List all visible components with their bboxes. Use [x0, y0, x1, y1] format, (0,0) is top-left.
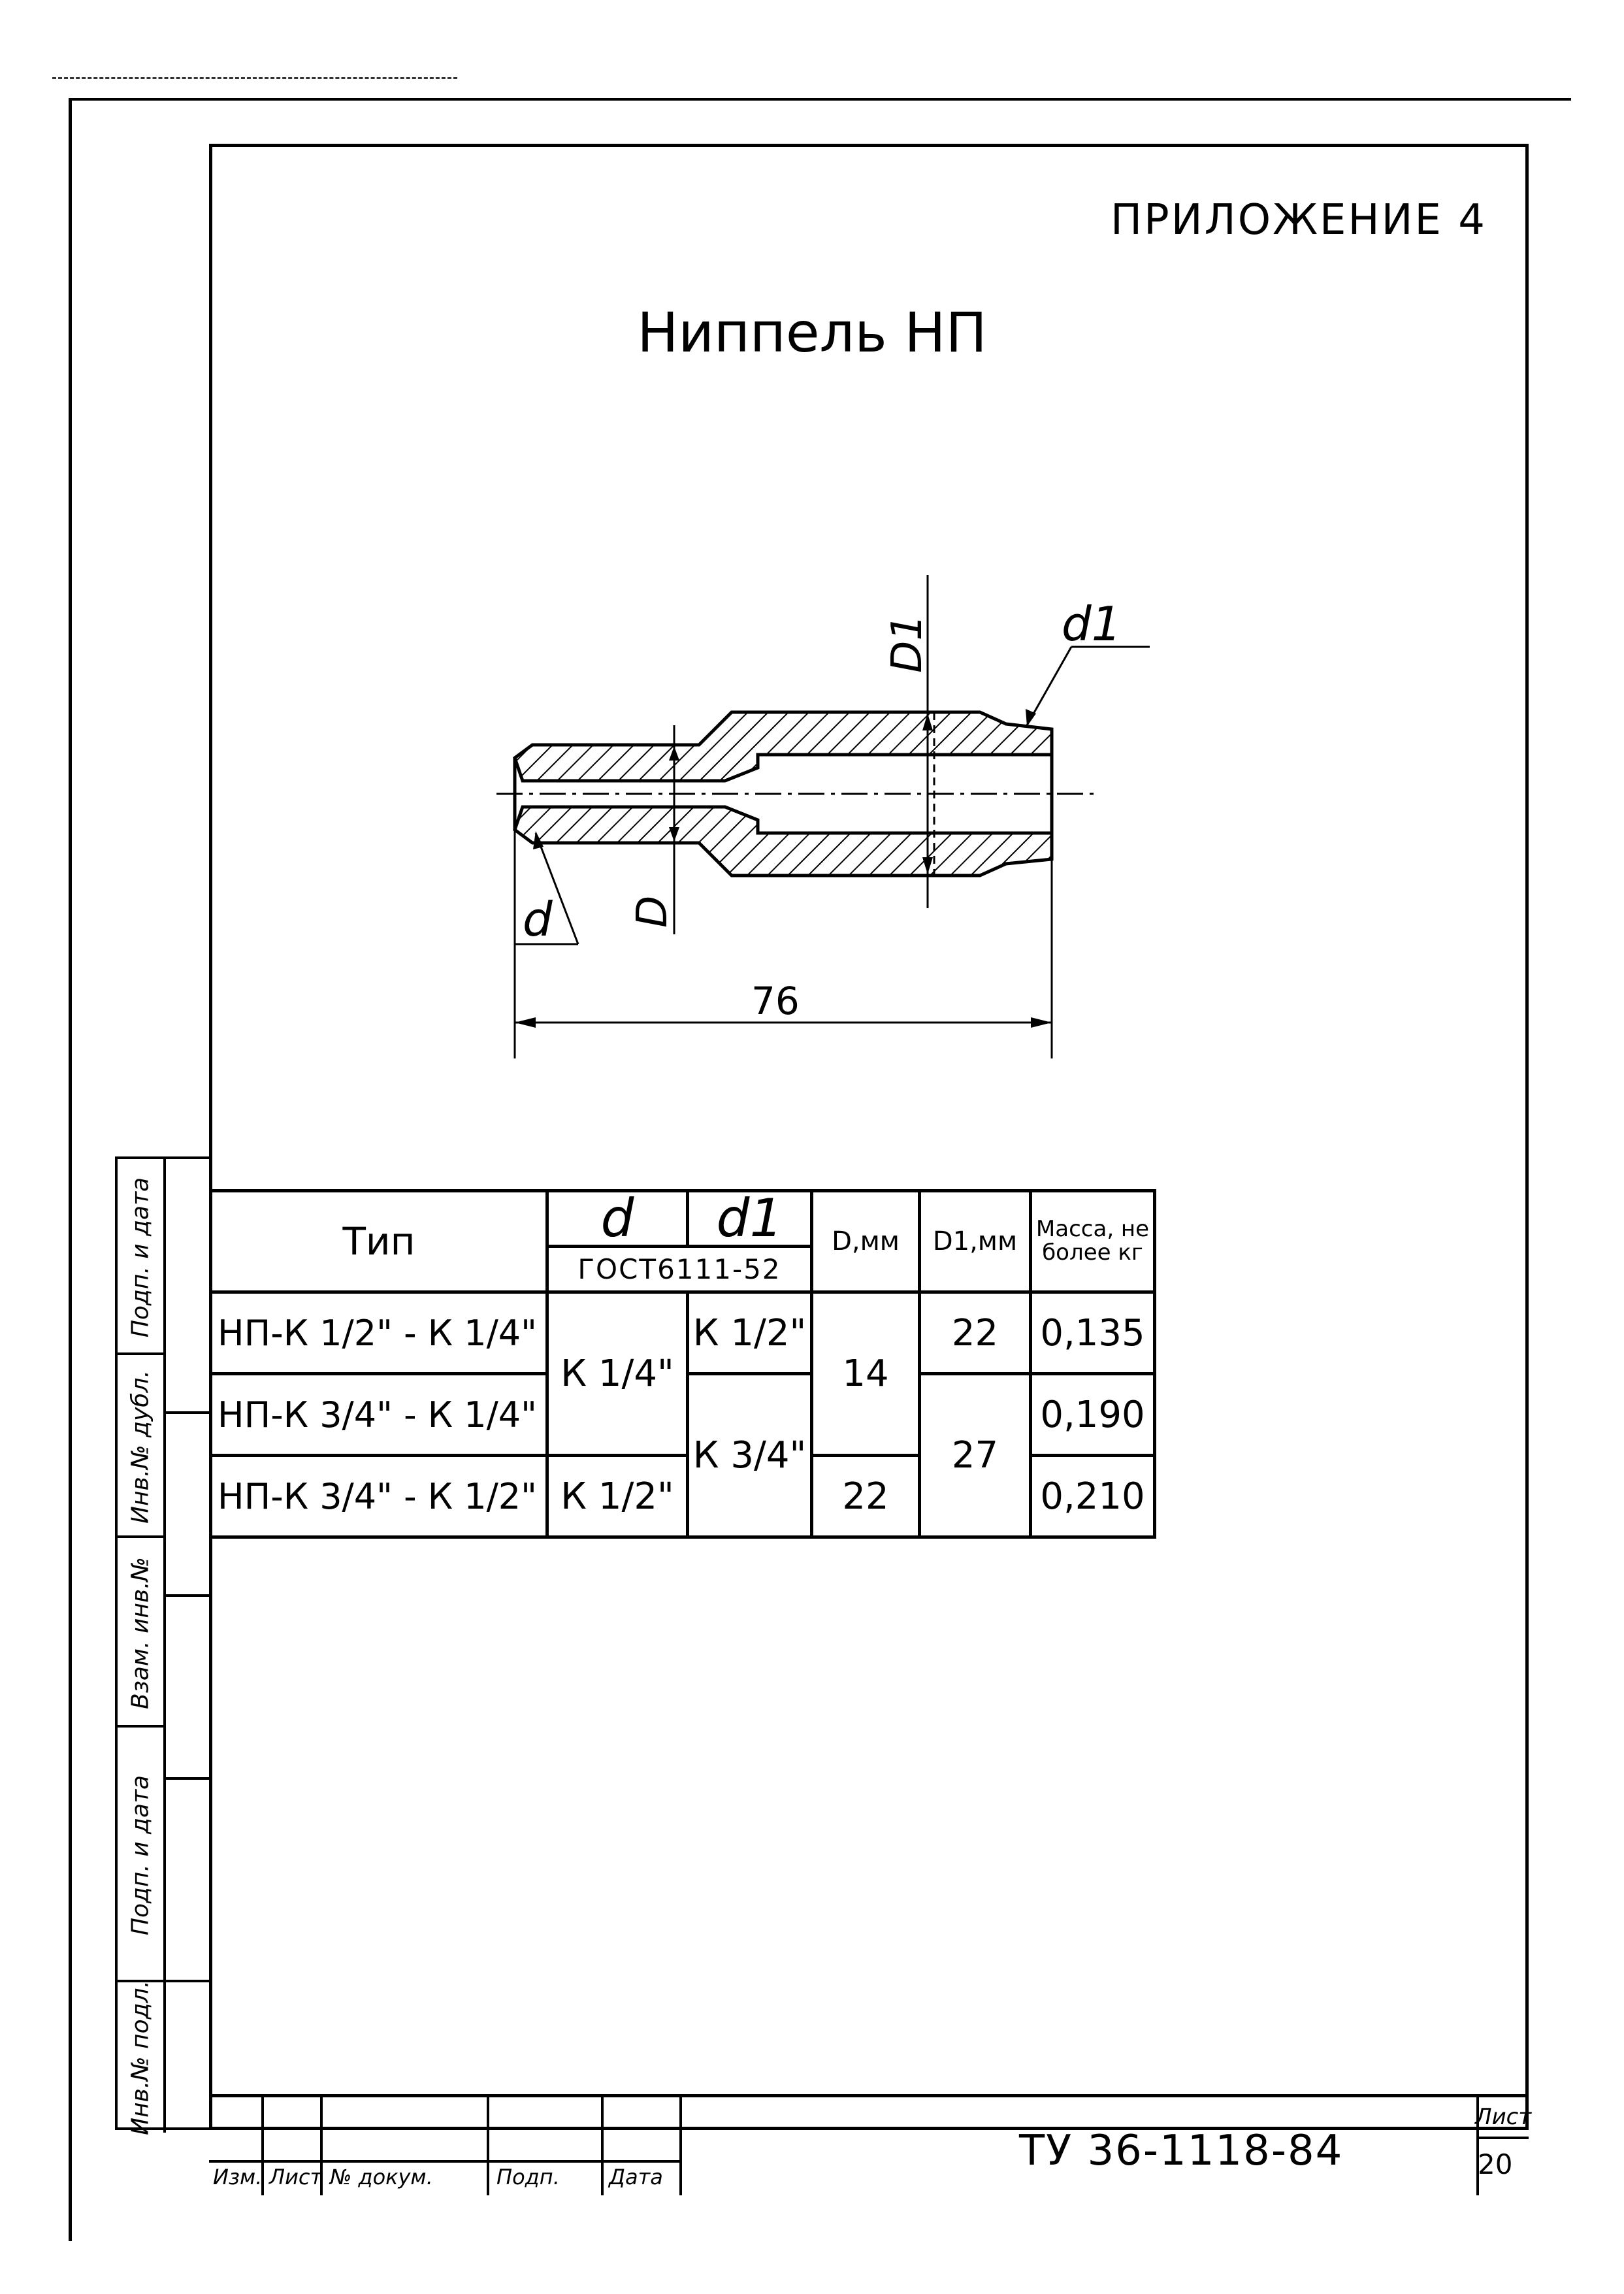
cell-d: К 1/2"	[545, 1454, 689, 1539]
cell-D: 22	[810, 1454, 921, 1539]
header-mass: Масса, не более кг	[1029, 1189, 1156, 1294]
sheet-label: Лист	[1475, 2104, 1532, 2130]
row-type: НП-К 3/4" - К 1/2"	[209, 1454, 549, 1539]
tb-col-signature: Подп.	[496, 2165, 560, 2189]
title-block: Изм. Лист № докум. Подп. Дата	[209, 2094, 1529, 2195]
parameters-table: Тип d d1 D,мм D1,мм Масса, не более кг Г…	[209, 1189, 1156, 1539]
table-header-row: Тип d d1 D,мм D1,мм Масса, не более кг	[209, 1189, 1156, 1294]
header-type: Тип	[209, 1189, 549, 1294]
lower-wall	[513, 805, 1054, 877]
stamp-cell: Взам. инв.№	[118, 1538, 163, 1728]
stamp-cell: Подп. и дата	[118, 1159, 163, 1355]
stamp-label-sign-date-1: Подп. и дата	[127, 1177, 154, 1338]
tb-col-doc-number: № докум.	[330, 2165, 433, 2189]
stamp-cell: Инв.№ подл.	[118, 1980, 163, 2135]
top-dashed-line	[52, 77, 457, 81]
nipple-drawing: D1 D d1 d 76	[496, 575, 1150, 1058]
cell-d: К 1/4"	[545, 1290, 689, 1457]
upper-wall	[513, 710, 1054, 783]
row-mass: 0,190	[1029, 1372, 1156, 1457]
tb-divider	[487, 2097, 489, 2195]
cell-D: 14	[810, 1290, 921, 1457]
stamp-cell-blank	[163, 1597, 212, 1780]
tb-divider	[601, 2097, 604, 2195]
cell-d1: К 3/4"	[686, 1372, 813, 1539]
d-label: d	[523, 892, 553, 947]
D-label: D	[628, 896, 677, 928]
row-mass: 0,210	[1029, 1454, 1156, 1539]
table-row: НП-К 3/4" - К 1/4" К 3/4" 27 0,190	[209, 1372, 1156, 1539]
stamp-label-sign-date-2: Подп. и дата	[127, 1775, 154, 1936]
stamp-label-replace-inv: Взам. инв.№	[127, 1557, 154, 1709]
tb-hline	[209, 2127, 679, 2130]
table-row: НП-К 3/4" - К 1/2" К 1/2" 22 0,210	[209, 1454, 1156, 1539]
d1-label: d1	[1062, 597, 1122, 651]
cell-D1: 22	[918, 1290, 1032, 1375]
tb-divider	[261, 2097, 264, 2195]
row-mass: 0,135	[1029, 1290, 1156, 1375]
header-d: d	[545, 1189, 689, 1248]
cell-d1: К 1/2"	[686, 1290, 813, 1375]
tb-divider	[679, 2097, 682, 2195]
header-d1: d1	[686, 1189, 813, 1248]
row-type: НП-К 3/4" - К 1/4"	[209, 1372, 549, 1457]
sheet-frame	[209, 144, 1529, 2130]
header-D: D,мм	[810, 1189, 921, 1294]
stamp-label-dup-inv: Инв.№ дубл.	[127, 1370, 154, 1524]
stamp-cell-blank	[163, 1982, 212, 2133]
document-code: ТУ 36-1118-84	[1019, 2127, 1344, 2175]
header-D1: D1,мм	[918, 1189, 1032, 1294]
table-row: НП-К 1/2" - К 1/4" К 1/4" К 1/2" 14 22 0…	[209, 1290, 1156, 1457]
tb-col-change: Изм.	[213, 2165, 263, 2189]
tb-hline	[1476, 2137, 1529, 2139]
tb-divider	[320, 2097, 323, 2195]
stamp-cell-blank	[163, 1159, 212, 1414]
stamp-cell: Инв.№ дубл.	[118, 1355, 163, 1538]
stamp-label-orig-inv: Инв.№ подл.	[127, 1980, 154, 2135]
outer-border-left	[69, 98, 72, 2241]
tb-col-date: Дата	[609, 2165, 663, 2189]
sheet-number: 20	[1478, 2148, 1513, 2180]
stamp-cell-blank	[163, 1780, 212, 1982]
tb-divider	[1476, 2097, 1479, 2195]
outer-border-top	[69, 98, 1571, 101]
stamp-column: Подп. и дата Инв.№ дубл. Взам. инв.№ Под…	[115, 1156, 212, 2135]
header-gost: ГОСТ6111-52	[545, 1245, 813, 1294]
stamp-cell-blank	[163, 1414, 212, 1597]
drawing-title: Ниппель НП	[637, 301, 987, 365]
table-header-row-2: ГОСТ6111-52	[211, 1245, 1155, 1294]
appendix-label: ПРИЛОЖЕНИЕ 4	[1111, 196, 1487, 244]
stamp-cell: Подп. и дата	[118, 1728, 163, 1982]
length-label: 76	[751, 979, 800, 1023]
cell-D1: 27	[918, 1372, 1032, 1539]
tb-col-sheet: Лист	[269, 2165, 323, 2189]
tb-hline	[209, 2160, 679, 2163]
D1-label: D1	[883, 614, 932, 673]
row-type: НП-К 1/2" - К 1/4"	[209, 1290, 549, 1375]
